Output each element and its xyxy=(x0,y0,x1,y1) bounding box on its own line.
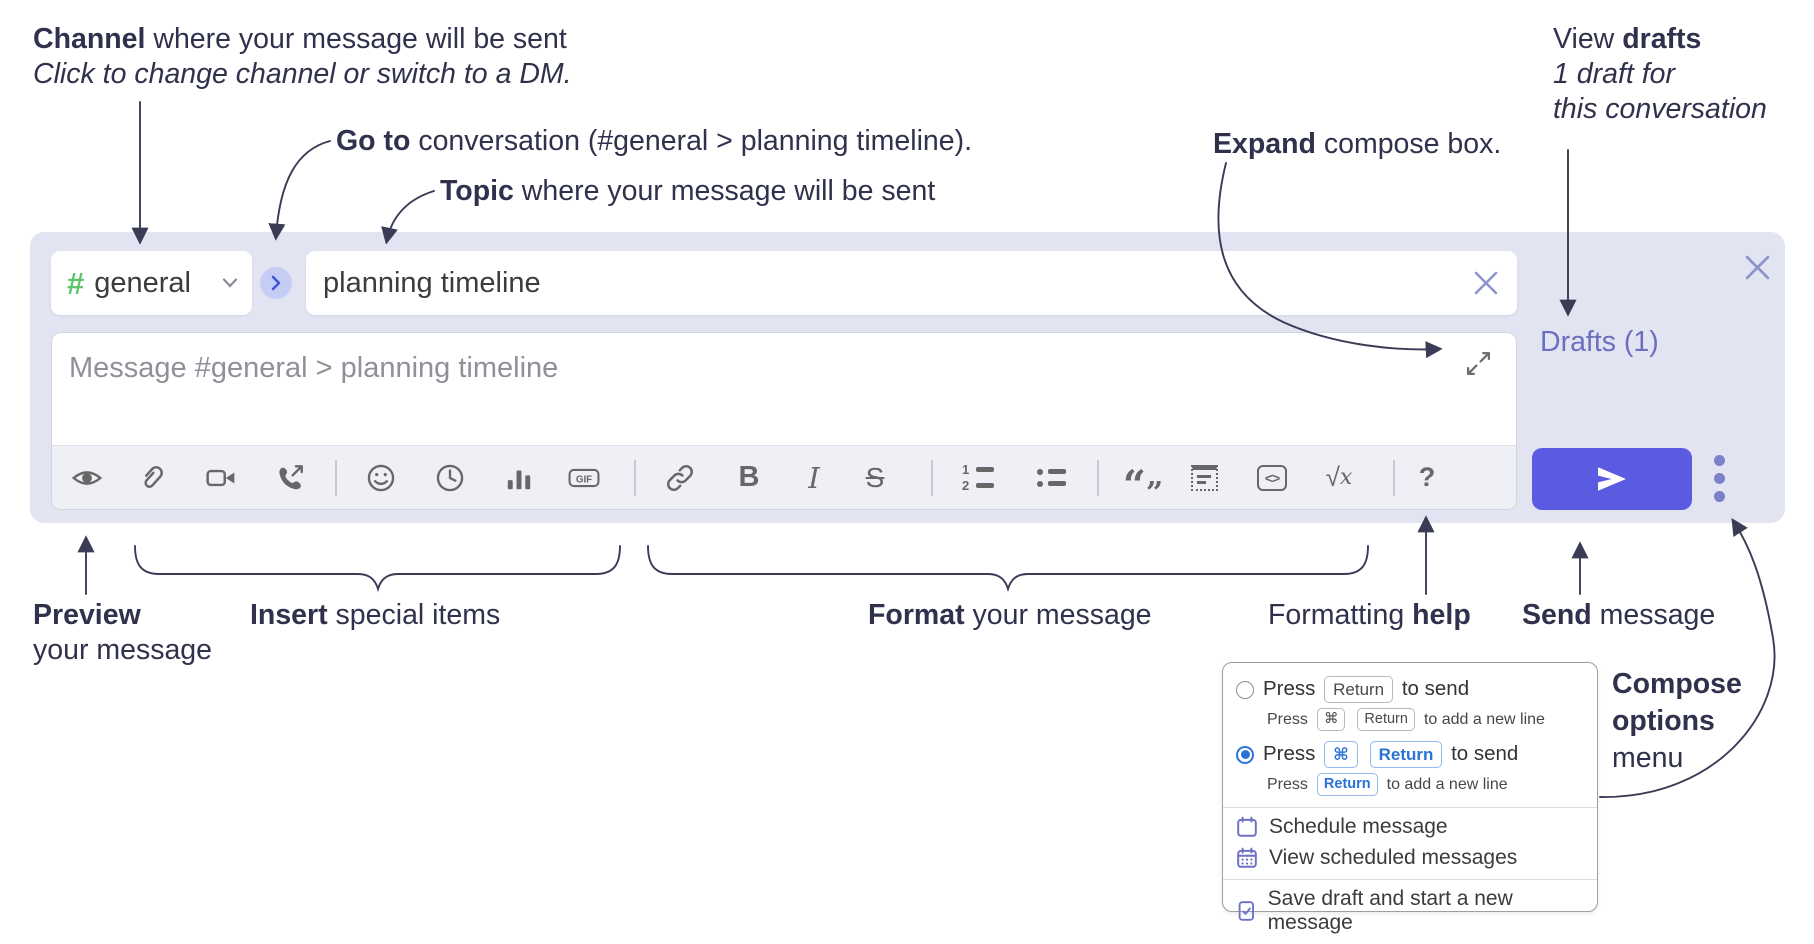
formatting-help-icon[interactable]: ? xyxy=(1418,462,1436,492)
clear-topic-button[interactable] xyxy=(1463,260,1509,306)
math-icon[interactable]: √x xyxy=(1325,462,1353,492)
kbd-return: Return xyxy=(1324,676,1394,703)
voice-call-icon[interactable] xyxy=(273,461,307,495)
strikethrough-icon[interactable]: S xyxy=(865,461,885,493)
radio-selected-icon[interactable] xyxy=(1236,745,1254,764)
bulleted-list-icon[interactable] xyxy=(1034,461,1068,495)
gif-icon[interactable]: GIF xyxy=(567,461,601,495)
close-icon xyxy=(1474,271,1498,295)
calendar-icon xyxy=(1237,816,1257,837)
numbered-list-icon[interactable]: 1 2 xyxy=(961,461,995,495)
menu-item-schedule-message[interactable]: Schedule message xyxy=(1223,808,1597,839)
annotation-preview: Preview your message xyxy=(33,599,213,666)
svg-text:GIF: GIF xyxy=(576,474,592,485)
expand-icon xyxy=(1466,351,1490,375)
code-icon[interactable]: <> xyxy=(1255,461,1289,495)
annotation-formatting-help: Formatting help xyxy=(1268,599,1471,631)
annotation-channel: Channel where your message will be sent … xyxy=(33,23,572,90)
toolbar-divider xyxy=(1393,460,1395,496)
toolbar-divider xyxy=(931,460,933,496)
poll-icon[interactable] xyxy=(502,461,536,495)
annotation-format: Format your message xyxy=(868,599,1152,631)
message-input[interactable] xyxy=(52,333,1452,437)
video-call-icon[interactable] xyxy=(204,461,238,495)
kbd-return: Return xyxy=(1369,741,1443,768)
send-option-cmd-return[interactable]: Press ⌘ Return to send xyxy=(1223,733,1597,768)
brace-insert xyxy=(134,545,621,593)
annotation-goto: Go to conversation (#general > planning … xyxy=(336,125,973,157)
menu-divider xyxy=(1223,807,1597,808)
channel-hash-icon: # xyxy=(67,265,85,301)
bold-icon[interactable]: B xyxy=(738,461,760,493)
channel-name: general xyxy=(94,266,191,299)
annotation-compose-options: Compose options menu xyxy=(1612,668,1742,774)
menu-divider xyxy=(1223,879,1597,880)
topic-input-wrap xyxy=(306,251,1517,315)
emoji-icon[interactable] xyxy=(364,461,398,495)
toolbar-divider xyxy=(634,460,636,496)
kbd-return: Return xyxy=(1316,773,1378,796)
draft-check-icon xyxy=(1238,901,1254,921)
spoiler-icon[interactable] xyxy=(1187,461,1221,495)
compose-toolbar: GIF B I S 1 2 xyxy=(52,445,1516,509)
calendar-dots-icon xyxy=(1237,847,1257,868)
kbd-return: Return xyxy=(1357,708,1415,731)
preview-icon[interactable] xyxy=(70,461,104,495)
topic-input[interactable] xyxy=(306,266,1463,300)
toolbar-divider xyxy=(335,460,337,496)
annotation-insert: Insert special items xyxy=(250,599,501,631)
message-box: GIF B I S 1 2 xyxy=(51,332,1517,510)
drafts-link[interactable]: Drafts (1) xyxy=(1540,326,1659,358)
compose-options-menu: Press Return to send Press ⌘ Return to a… xyxy=(1222,662,1598,934)
toolbar-divider xyxy=(1097,460,1099,496)
menu-item-view-scheduled[interactable]: View scheduled messages xyxy=(1223,839,1597,870)
global-time-icon[interactable] xyxy=(433,461,467,495)
radio-unselected-icon[interactable] xyxy=(1236,680,1254,699)
link-icon[interactable] xyxy=(663,461,697,495)
send-option-return[interactable]: Press Return to send xyxy=(1223,673,1597,703)
chevron-right-icon xyxy=(271,275,281,291)
compose-box: # general xyxy=(30,232,1785,523)
ellipsis-dot xyxy=(1714,455,1725,466)
kbd-cmd: ⌘ xyxy=(1324,741,1358,768)
chevron-down-icon xyxy=(222,278,238,288)
send-option-cmd-return-hint: Press Return to add a new line xyxy=(1223,768,1597,798)
ellipsis-dot xyxy=(1714,491,1725,502)
go-to-conversation-button[interactable] xyxy=(260,267,292,299)
send-option-return-hint: Press ⌘ Return to add a new line xyxy=(1223,703,1597,733)
menu-item-save-draft[interactable]: Save draft and start a new message xyxy=(1223,880,1597,935)
annotation-send: Send message xyxy=(1522,599,1716,631)
channel-selector[interactable]: # general xyxy=(51,251,252,315)
close-compose-button[interactable] xyxy=(1740,250,1774,284)
close-icon xyxy=(1745,255,1769,279)
send-icon xyxy=(1598,467,1626,491)
kbd-cmd: ⌘ xyxy=(1316,708,1346,731)
annotation-view-drafts: View drafts 1 draft for this conversatio… xyxy=(1553,23,1767,125)
annotation-topic: Topic where your message will be sent xyxy=(440,175,936,207)
expand-compose-button[interactable] xyxy=(1460,345,1496,381)
send-button[interactable] xyxy=(1532,448,1692,510)
annotation-expand: Expand compose box. xyxy=(1213,128,1502,160)
attach-file-icon[interactable] xyxy=(135,461,169,495)
ellipsis-dot xyxy=(1714,473,1725,484)
connector-goto xyxy=(268,140,331,241)
italic-icon[interactable]: I xyxy=(808,460,820,495)
brace-format xyxy=(647,545,1369,593)
quote-icon[interactable]: “” xyxy=(1122,461,1164,511)
compose-options-menu-button[interactable] xyxy=(1712,453,1727,504)
